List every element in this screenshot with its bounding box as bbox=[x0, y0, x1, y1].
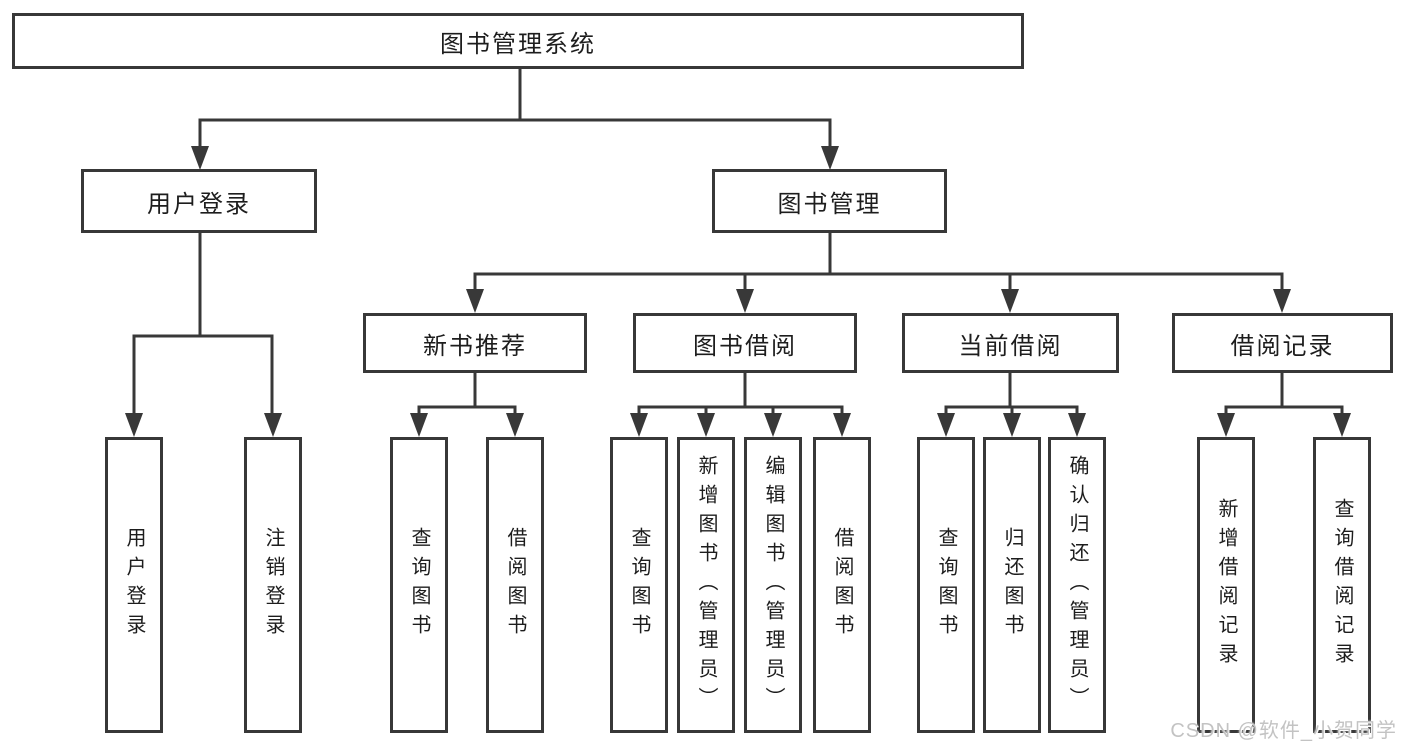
node-leaf-logout: 注销登录 bbox=[244, 437, 302, 733]
node-leaf-borrow-books-recommendation: 借阅图书 bbox=[486, 437, 544, 733]
node-user-login: 用户登录 bbox=[81, 169, 317, 233]
node-leaf-add-borrow-record: 新增借阅记录 bbox=[1197, 437, 1255, 733]
node-label: 借阅记录 bbox=[1230, 332, 1335, 360]
node-book-borrowing: 图书借阅 bbox=[633, 313, 857, 373]
node-label: 借阅图书 bbox=[504, 527, 526, 643]
node-label: 新增图书（管理员） bbox=[695, 454, 717, 716]
node-label: 确认归还（管理员） bbox=[1066, 454, 1088, 716]
node-label: 查询图书 bbox=[628, 527, 650, 643]
node-label: 查询图书 bbox=[935, 527, 957, 643]
node-library-management-system: 图书管理系统 bbox=[12, 13, 1024, 69]
node-label: 用户登录 bbox=[123, 527, 145, 643]
node-leaf-return-books: 归还图书 bbox=[983, 437, 1041, 733]
node-label: 查询图书 bbox=[408, 527, 430, 643]
node-label: 新增借阅记录 bbox=[1215, 498, 1237, 672]
node-leaf-query-borrow-record: 查询借阅记录 bbox=[1313, 437, 1371, 733]
node-current-borrowing: 当前借阅 bbox=[902, 313, 1119, 373]
node-book-management: 图书管理 bbox=[712, 169, 947, 233]
node-label: 注销登录 bbox=[262, 527, 284, 643]
node-label: 当前借阅 bbox=[958, 332, 1063, 360]
node-label: 图书管理系统 bbox=[440, 30, 596, 58]
node-label: 编辑图书（管理员） bbox=[762, 454, 784, 716]
node-new-book-recommendation: 新书推荐 bbox=[363, 313, 587, 373]
node-label: 图书借阅 bbox=[693, 332, 797, 360]
watermark-text: CSDN @软件_小贺同学 bbox=[1170, 720, 1397, 742]
node-label: 新书推荐 bbox=[423, 332, 527, 360]
node-label: 图书管理 bbox=[777, 190, 882, 218]
node-leaf-query-books-borrowing: 查询图书 bbox=[610, 437, 668, 733]
node-borrowing-records: 借阅记录 bbox=[1172, 313, 1393, 373]
node-leaf-query-books-current: 查询图书 bbox=[917, 437, 975, 733]
node-leaf-add-books-admin: 新增图书（管理员） bbox=[677, 437, 735, 733]
node-leaf-edit-books-admin: 编辑图书（管理员） bbox=[744, 437, 802, 733]
node-label: 查询借阅记录 bbox=[1331, 498, 1353, 672]
node-label: 借阅图书 bbox=[831, 527, 853, 643]
node-label: 归还图书 bbox=[1001, 527, 1023, 643]
node-leaf-user-login: 用户登录 bbox=[105, 437, 163, 733]
node-leaf-confirm-return-admin: 确认归还（管理员） bbox=[1048, 437, 1106, 733]
node-label: 用户登录 bbox=[147, 190, 251, 218]
node-leaf-borrow-books-borrowing: 借阅图书 bbox=[813, 437, 871, 733]
node-leaf-query-books-recommendation: 查询图书 bbox=[390, 437, 448, 733]
